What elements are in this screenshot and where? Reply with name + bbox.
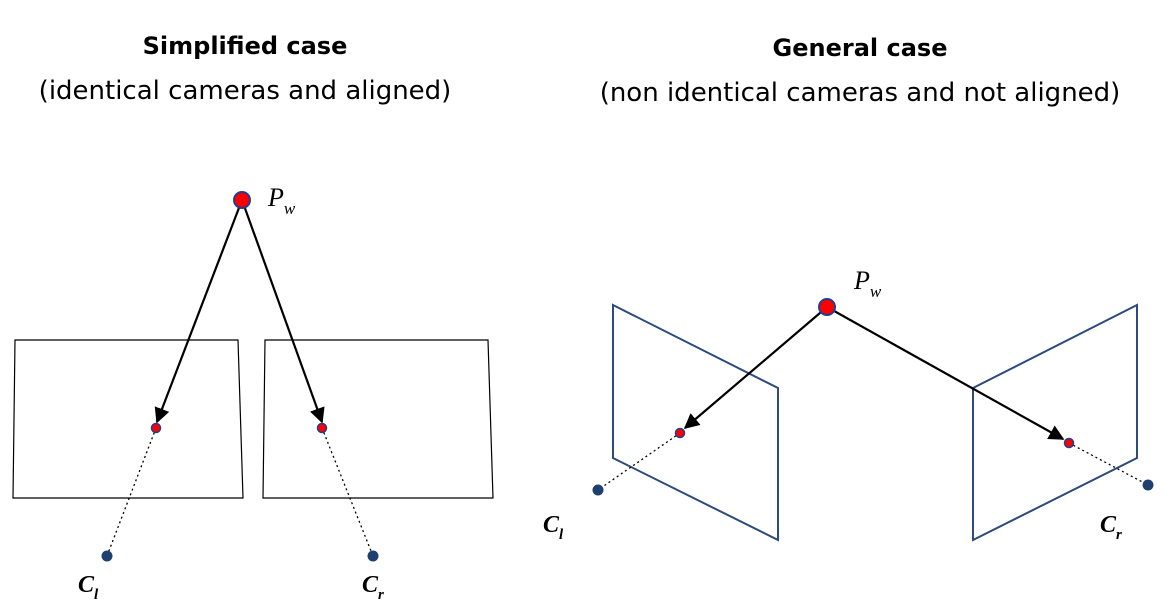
general-case-heading: General case <box>772 34 948 62</box>
world-point-label: Pw <box>267 183 296 218</box>
left-optical-ray <box>106 427 157 557</box>
left-optical-ray <box>597 432 681 491</box>
right-image-point <box>316 422 328 434</box>
world-point-label: Pw <box>853 266 882 301</box>
simplified-case-diagram: Pw Cl Cr <box>12 183 494 603</box>
left-image-point <box>150 422 162 434</box>
general-case-subtitle: (non identical cameras and not aligned) <box>599 78 1121 108</box>
right-camera-label: Cr <box>362 572 384 603</box>
general-case-diagram: Pw Cl Cr <box>543 266 1154 543</box>
right-tilted-image-plane <box>972 303 1138 542</box>
left-camera-label: Cl <box>543 512 564 543</box>
world-point <box>818 298 836 316</box>
left-image-point <box>674 427 686 439</box>
left-camera-center <box>101 550 113 562</box>
left-camera-label: Cl <box>78 572 99 603</box>
left-projection-ray <box>154 199 244 424</box>
left-camera-center <box>592 484 604 496</box>
world-point <box>233 191 251 209</box>
left-image-plane <box>12 339 244 499</box>
simplified-case-subtitle: (identical cameras and aligned) <box>38 76 452 106</box>
right-projection-ray <box>240 199 325 424</box>
left-panel-title: Simplified case (identical cameras and a… <box>0 32 490 106</box>
right-image-plane <box>262 339 494 499</box>
simplified-case-heading: Simplified case <box>142 32 348 60</box>
right-camera-label: Cr <box>1100 512 1122 543</box>
right-panel-title: General case (non identical cameras and … <box>565 34 1155 108</box>
right-image-point <box>1063 437 1075 449</box>
right-projection-ray <box>826 306 1065 440</box>
left-tilted-image-plane <box>612 303 779 542</box>
right-camera-center <box>367 550 379 562</box>
left-projection-ray <box>683 306 828 429</box>
right-optical-ray <box>321 427 374 557</box>
right-camera-center <box>1142 479 1154 491</box>
